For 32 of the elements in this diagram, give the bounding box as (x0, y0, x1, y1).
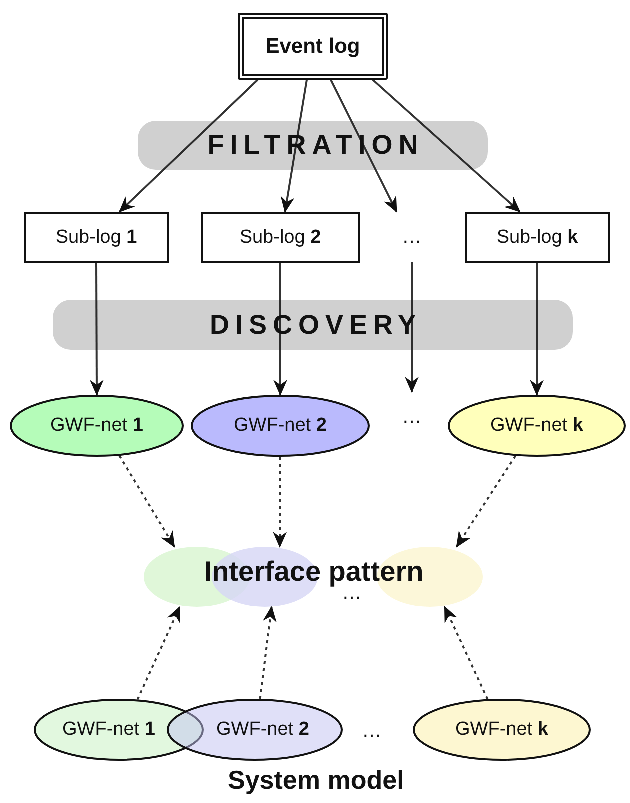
arrow (280, 80, 308, 213)
box-label: Event log (266, 34, 360, 58)
ellipsis: … (402, 406, 422, 428)
arrow (372, 79, 521, 213)
dotted-arrow (456, 456, 516, 548)
ellipsis: … (402, 226, 422, 248)
dotted-arrow (118, 455, 176, 548)
process-box (201, 212, 360, 263)
ellipsis: … (362, 720, 382, 743)
arrow (530, 263, 544, 396)
net-label: GWF-net 2 (234, 415, 327, 437)
net-label: GWF-net 1 (62, 719, 156, 741)
dotted-arrow (259, 606, 277, 700)
box-label: Sub-log 2 (240, 226, 322, 248)
process-box (24, 212, 169, 263)
box-label: Sub-log 1 (56, 226, 138, 248)
double-bordered-box (238, 13, 388, 80)
net-label: GWF-net k (456, 719, 548, 741)
arrow (405, 262, 419, 393)
box-label: Sub-log k (496, 226, 578, 248)
process-box (465, 212, 610, 263)
dotted-arrow (444, 606, 489, 700)
dotted-arrow (136, 606, 181, 700)
dotted-arrow (273, 457, 288, 548)
arrow (330, 80, 398, 213)
net-label: GWF-net 2 (216, 719, 310, 741)
net-label: GWF-net 1 (50, 415, 144, 437)
group-caption: System model (228, 765, 404, 796)
arrow (274, 263, 288, 396)
arrow (118, 79, 259, 213)
arrow (90, 263, 104, 396)
net-label: GWF-net k (490, 415, 584, 437)
